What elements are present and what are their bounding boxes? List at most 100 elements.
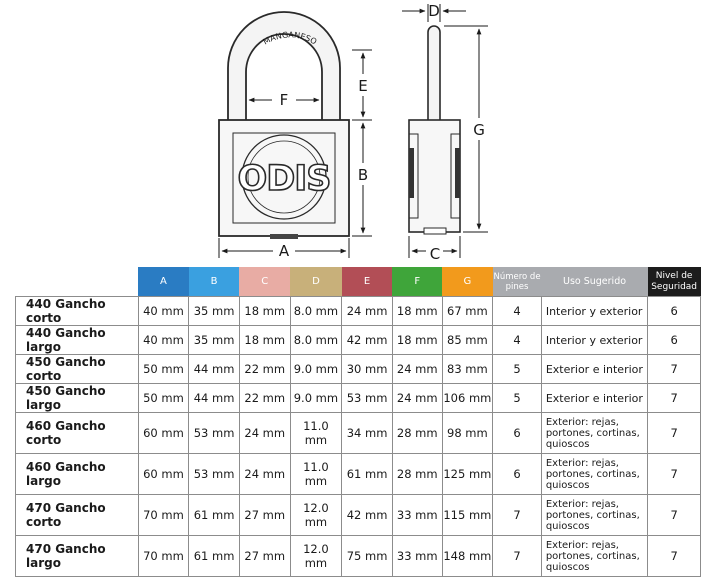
cell-pines: 6 [492, 453, 542, 495]
cell-a: 60 mm [137, 412, 190, 454]
cell-e: 30 mm [341, 354, 393, 384]
cell-pines: 7 [492, 535, 542, 577]
cell-b: 44 mm [188, 383, 240, 413]
cell-uso: Exterior: rejas, portones, cortinas, qui… [540, 412, 649, 454]
header-nivel: Nivel de Seguridad [647, 267, 701, 297]
cell-c: 24 mm [238, 453, 291, 495]
model-cell: 450 Gancho largo [15, 383, 139, 413]
header-pines: Número de pines [492, 267, 542, 297]
cell-b: 61 mm [188, 535, 240, 577]
cell-e: 34 mm [341, 412, 393, 454]
header-g: G [442, 267, 493, 297]
cell-c: 18 mm [238, 325, 291, 355]
label-f: F [280, 91, 289, 109]
cell-b: 35 mm [188, 296, 240, 326]
header-d: D [290, 267, 342, 297]
model-cell: 470 Gancho largo [15, 535, 139, 577]
cell-f: 33 mm [391, 535, 443, 577]
cell-c: 27 mm [238, 535, 291, 577]
cell-a: 60 mm [137, 453, 190, 495]
header-a: A [138, 267, 189, 297]
cell-nivel: 6 [647, 296, 701, 326]
cell-c: 22 mm [238, 383, 291, 413]
model-cell: 450 Gancho corto [15, 354, 139, 384]
cell-uso: Exterior e interior [540, 354, 649, 384]
cell-g: 115 mm [441, 494, 494, 536]
cell-pines: 5 [492, 383, 542, 413]
cell-d: 8.0 mm [289, 325, 343, 355]
lock-body-panel [232, 132, 336, 224]
logo-ring-inner [247, 140, 321, 214]
cell-a: 70 mm [137, 535, 190, 577]
padlock-side-view [408, 25, 461, 235]
cell-pines: 4 [492, 325, 542, 355]
side-body-bottom [423, 227, 447, 235]
cell-nivel: 7 [647, 453, 701, 495]
cell-pines: 4 [492, 296, 542, 326]
cell-g: 83 mm [441, 354, 494, 384]
cell-pines: 5 [492, 354, 542, 384]
cell-a: 70 mm [137, 494, 190, 536]
keyway [270, 234, 298, 239]
model-cell: 470 Gancho corto [15, 494, 139, 536]
dimension-lines [218, 4, 488, 258]
cell-f: 28 mm [391, 412, 443, 454]
cell-uso: Interior y exterior [540, 296, 649, 326]
cell-f: 18 mm [391, 296, 443, 326]
cell-g: 106 mm [441, 383, 494, 413]
cell-f: 18 mm [391, 325, 443, 355]
brand-logo: ODIS [237, 159, 330, 199]
cell-nivel: 7 [647, 412, 701, 454]
cell-uso: Exterior: rejas, portones, cortinas, qui… [540, 453, 649, 495]
cell-f: 33 mm [391, 494, 443, 536]
model-cell: 440 Gancho largo [15, 325, 139, 355]
cell-b: 53 mm [188, 412, 240, 454]
cell-nivel: 6 [647, 325, 701, 355]
header-b: B [188, 267, 240, 297]
cell-uso: Exterior e interior [540, 383, 649, 413]
label-g: G [473, 121, 485, 139]
cell-g: 85 mm [441, 325, 494, 355]
cell-e: 42 mm [341, 494, 393, 536]
cell-e: 75 mm [341, 535, 393, 577]
side-body [408, 119, 461, 233]
cell-a: 50 mm [137, 383, 190, 413]
cell-b: 61 mm [188, 494, 240, 536]
label-e: E [358, 77, 367, 95]
table-header-row: A B C D E F G Número de pines Uso Sugeri… [16, 267, 701, 297]
label-b: B [358, 166, 368, 184]
cell-uso: Exterior: rejas, portones, cortinas, qui… [540, 535, 649, 577]
cell-a: 50 mm [137, 354, 190, 384]
cell-c: 24 mm [238, 412, 291, 454]
cell-g: 98 mm [441, 412, 494, 454]
cell-a: 40 mm [137, 296, 190, 326]
header-blank [16, 267, 139, 297]
side-shackle [427, 25, 441, 122]
label-c: C [430, 245, 440, 263]
cell-pines: 6 [492, 412, 542, 454]
spec-table: A B C D E F G Número de pines Uso Sugeri… [15, 267, 701, 577]
cell-c: 27 mm [238, 494, 291, 536]
cell-c: 22 mm [238, 354, 291, 384]
cell-nivel: 7 [647, 494, 701, 536]
cell-nivel: 7 [647, 354, 701, 384]
model-cell: 460 Gancho largo [15, 453, 139, 495]
header-c: C [239, 267, 291, 297]
header-f: F [392, 267, 443, 297]
cell-uso: Exterior: rejas, portones, cortinas, qui… [540, 494, 649, 536]
cell-e: 42 mm [341, 325, 393, 355]
padlock-front-view: MANGANESO ODIS [218, 11, 350, 239]
cell-f: 28 mm [391, 453, 443, 495]
cell-c: 18 mm [238, 296, 291, 326]
side-key-cylinder [409, 148, 414, 198]
side-key-cylinder-right [455, 148, 460, 198]
header-uso: Uso Sugerido [541, 267, 648, 297]
cell-b: 35 mm [188, 325, 240, 355]
